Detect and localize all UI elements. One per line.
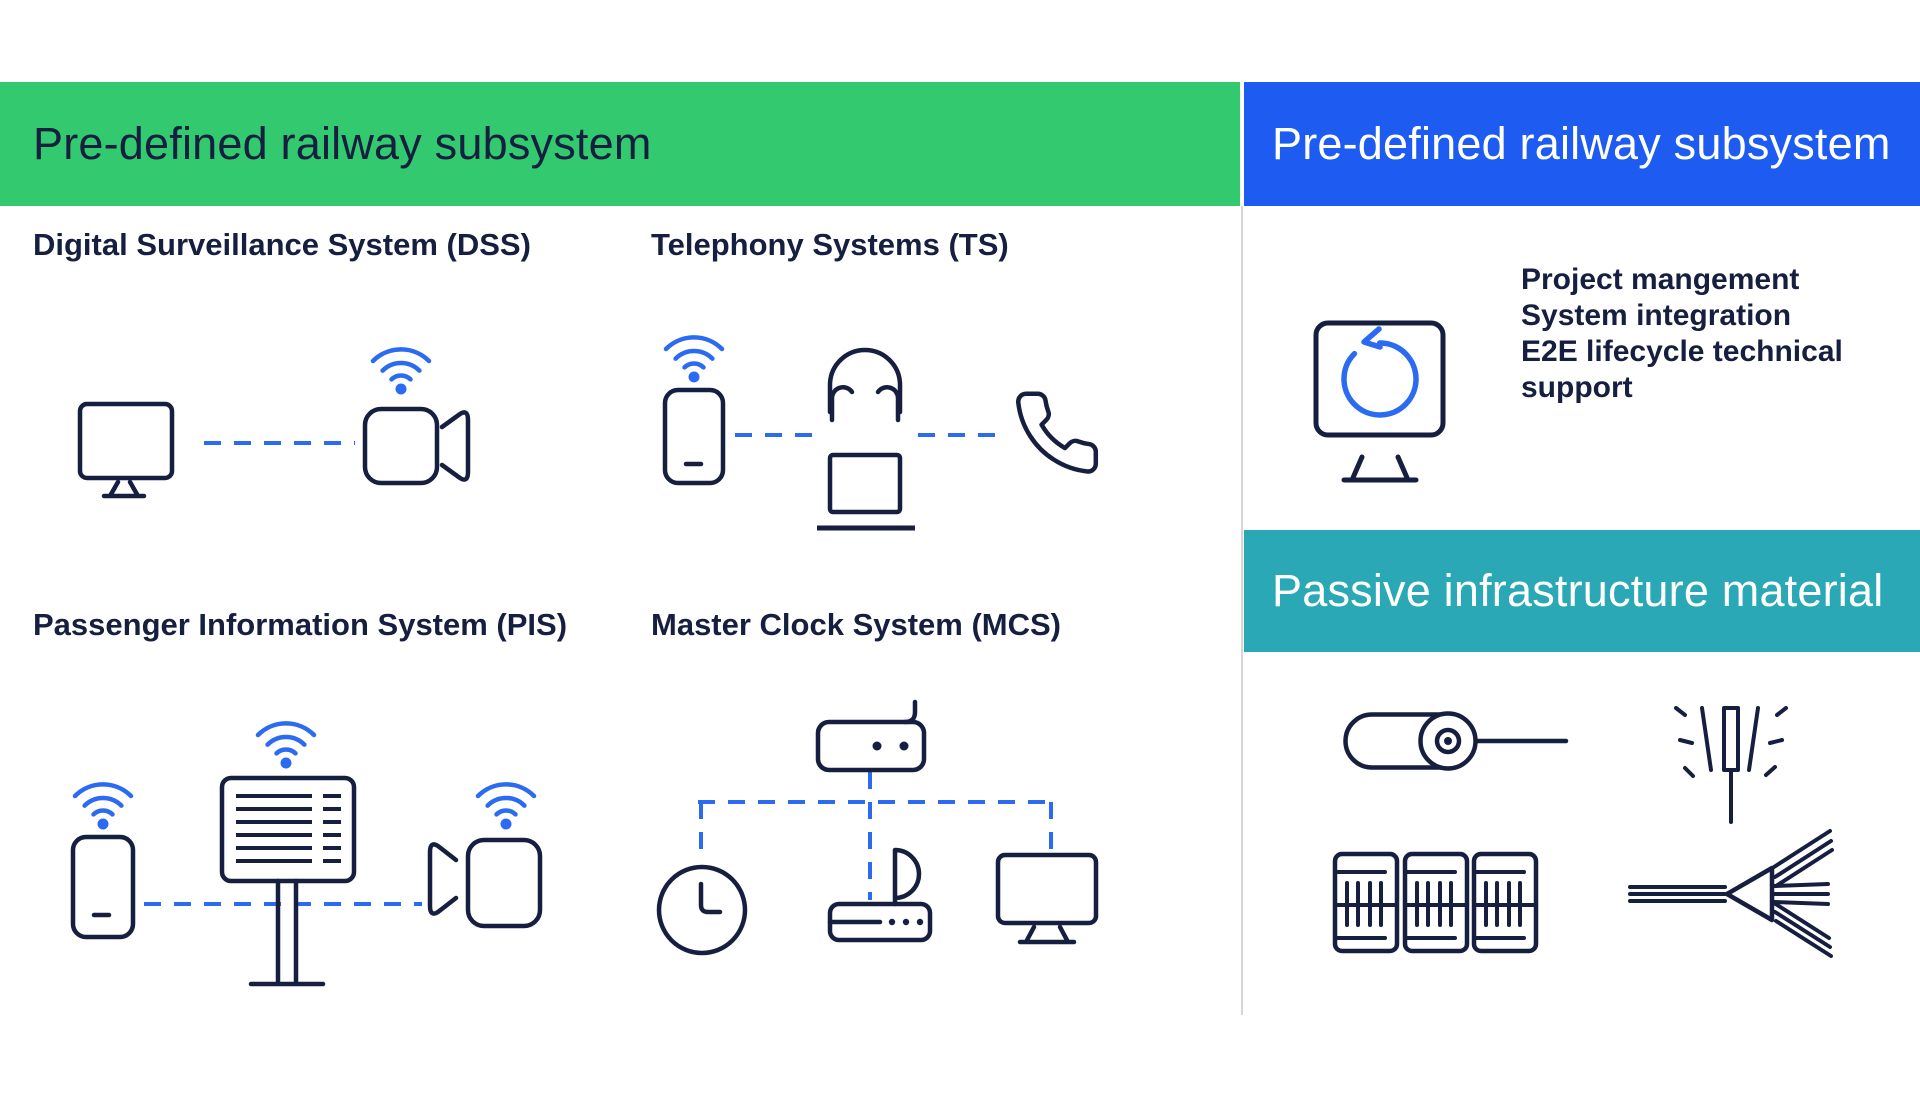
pis-label: Passenger Information System (PIS): [33, 607, 568, 642]
laptop-icon: [817, 452, 915, 531]
passive-panel-header: Passive infrastructure material: [1244, 530, 1920, 652]
services-text: Project mangement System integration E2E…: [1521, 262, 1901, 406]
dashed-link: [698, 772, 1053, 900]
service-line: E2E lifecycle technical support: [1521, 335, 1843, 404]
left-panel-title: Pre-defined railway subsystem: [33, 118, 652, 169]
service-line: Project mangement: [1521, 263, 1800, 296]
passive-panel-title: Passive infrastructure material: [1272, 565, 1884, 616]
refresh-arrowhead: [1361, 326, 1383, 350]
monitor-refresh-icon: [1313, 320, 1446, 483]
splitter-fan-bottom: [1772, 901, 1833, 958]
wifi-signal-icon: [75, 784, 131, 829]
monitor-icon: [995, 852, 1099, 945]
mcs-icon-group: [656, 699, 1099, 956]
ts-label: Telephony Systems (TS): [651, 227, 1009, 262]
antenna-receiver-icon: [827, 847, 933, 943]
passenger-display-icon: [219, 775, 357, 987]
wifi-signal-icon: [666, 337, 722, 382]
service-line: System integration: [1521, 299, 1792, 332]
splitter-fan-top: [1772, 829, 1834, 888]
analog-clock-icon: [656, 864, 748, 956]
ntp-master-unit-icon: [815, 699, 927, 773]
cctv-camera-icon: [362, 406, 471, 486]
right-panel-header: Pre-defined railway subsystem: [1244, 82, 1920, 206]
wifi-signal-icon: [373, 349, 429, 394]
fiber-cable-icon: [1343, 711, 1569, 771]
smartphone-icon: [662, 387, 726, 486]
vertical-divider: [1241, 206, 1243, 1015]
fusion-splice-icon: [1674, 706, 1788, 824]
spark-dashes: [1674, 706, 1788, 778]
rack-panel: [1332, 851, 1400, 954]
pis-icon-group: [70, 690, 543, 987]
smartphone-icon: [70, 834, 136, 940]
headset-icon: [827, 347, 903, 423]
ts-icon-group: [662, 300, 1099, 531]
equipment-racks-icon: [1332, 851, 1542, 954]
fiber-splitter-icon: [1628, 829, 1834, 958]
monitor-icon: [77, 401, 175, 499]
cctv-camera-icon: [427, 837, 543, 929]
wifi-signal-icon: [258, 723, 314, 768]
dss-icon-group: [77, 330, 471, 499]
right-panel-title: Pre-defined railway subsystem: [1272, 118, 1891, 169]
phone-handset-icon: [1016, 391, 1099, 474]
wifi-signal-icon: [478, 784, 534, 829]
dss-label: Digital Surveillance System (DSS): [33, 227, 531, 262]
left-panel-header: Pre-defined railway subsystem: [0, 82, 1240, 206]
splitter-fan-middle: [1772, 882, 1830, 906]
mcs-label: Master Clock System (MCS): [651, 607, 1062, 642]
